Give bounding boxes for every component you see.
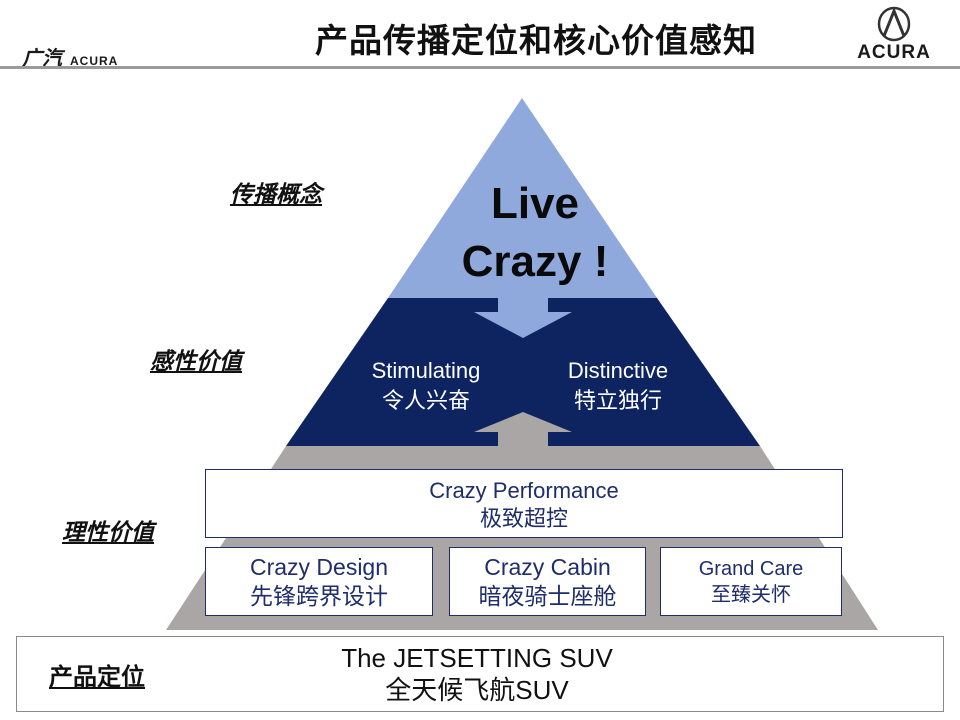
label-product-positioning: 产品定位 (49, 664, 145, 691)
emotional-value-2: Distinctive 特立独行 (536, 356, 700, 416)
label-communication-concept: 传播概念 (230, 181, 322, 207)
positioning-en: The JETSETTING SUV (341, 643, 613, 673)
emotional-value-en: Distinctive (567, 358, 669, 383)
acura-logo-text: ACURA (70, 54, 119, 68)
concept-line-2: Crazy ! (461, 237, 609, 286)
gac-logo-text: 广汽 (22, 48, 62, 70)
pyramid-top-tier (388, 98, 657, 298)
rational-value-en: Grand Care (698, 558, 804, 580)
page-title: 产品传播定位和核心价值感知 (315, 22, 757, 59)
acura-logo: ACURA (844, 6, 944, 63)
label-emotional-value: 感性价值 (150, 348, 242, 374)
header-divider (0, 66, 960, 69)
acura-emblem-icon (877, 6, 911, 42)
concept-line-1: Live (490, 179, 580, 228)
performance-box: Crazy Performance 极致超控 (205, 469, 843, 538)
rational-value-box: Crazy Design 先锋跨界设计 (205, 547, 433, 616)
down-arrow-icon (474, 276, 572, 338)
acura-logo-text: ACURA (857, 42, 931, 63)
rational-value-zh: 至臻关怀 (711, 584, 791, 606)
rational-value-box: Grand Care 至臻关怀 (660, 547, 842, 616)
positioning-statement: The JETSETTING SUV 全天候飞航SUV (327, 642, 627, 706)
label-rational-value: 理性价值 (62, 519, 154, 545)
performance-zh: 极致超控 (479, 506, 568, 531)
rational-value-zh: 先锋跨界设计 (250, 583, 388, 609)
performance-en: Crazy Performance (429, 478, 619, 503)
rational-value-zh: 暗夜骑士座舱 (478, 583, 617, 609)
emotional-value-zh: 令人兴奋 (381, 388, 470, 413)
rational-value-en: Crazy Cabin (484, 554, 611, 580)
gac-acura-logo: 广汽 ACURA (22, 42, 118, 70)
rational-value-en: Crazy Design (249, 554, 389, 580)
positioning-box: 产品定位 The JETSETTING SUV 全天候飞航SUV (16, 636, 944, 712)
emotional-value-en: Stimulating (371, 358, 481, 383)
pyramid-middle-tier (286, 298, 760, 446)
emotional-value-1: Stimulating 令人兴奋 (340, 356, 512, 416)
rational-value-box: Crazy Cabin 暗夜骑士座舱 (449, 547, 646, 616)
emotional-value-zh: 特立独行 (573, 388, 662, 413)
up-arrow-icon (474, 412, 572, 446)
positioning-zh: 全天候飞航SUV (385, 675, 569, 705)
